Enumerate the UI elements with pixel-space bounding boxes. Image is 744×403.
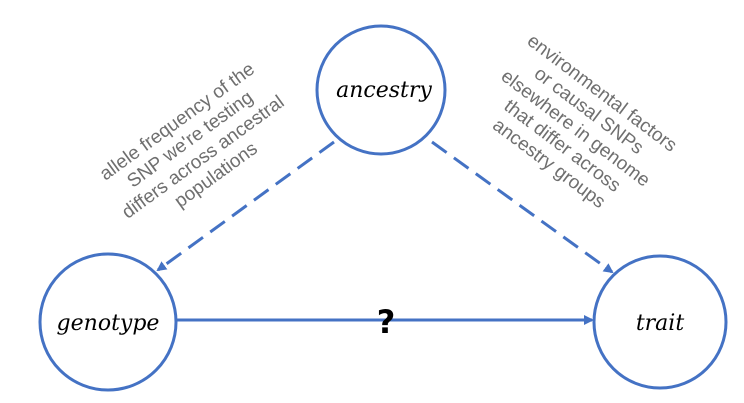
node-genotype-label: genotype xyxy=(57,311,160,336)
edge-question-mark: ? xyxy=(377,303,396,341)
node-ancestry: ancestry xyxy=(315,24,447,156)
node-ancestry-label: ancestry xyxy=(336,78,432,103)
node-trait: trait xyxy=(592,254,728,390)
node-genotype: genotype xyxy=(38,252,178,392)
node-trait-label: trait xyxy=(636,311,685,336)
edge-ancestry-to-trait xyxy=(431,140,614,274)
annotation-left: allele frequency of the SNP we're testin… xyxy=(96,59,288,224)
edge-ancestry-to-genotype xyxy=(156,140,335,272)
annotation-right: environmental factors or causal SNPs els… xyxy=(489,30,681,212)
